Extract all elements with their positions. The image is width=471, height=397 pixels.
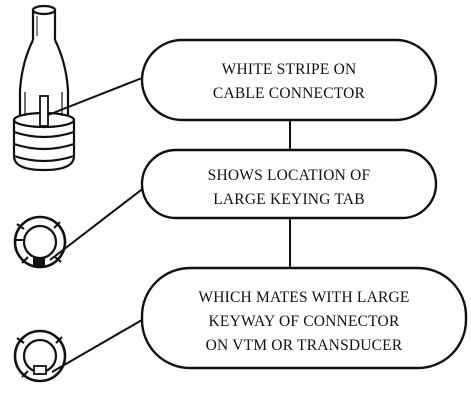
leader-lines <box>47 77 291 373</box>
callout-2-line-1: SHOWS LOCATION OF <box>208 167 371 184</box>
callout-1-line-2: CABLE CONNECTOR <box>213 85 366 102</box>
callout-keying-tab: SHOWS LOCATION OF LARGE KEYING TAB <box>140 148 438 220</box>
leader-line-keying-tab <box>49 186 146 261</box>
cable-connector-icon <box>12 4 76 172</box>
callout-3-line-2: KEYWAY OF CONNECTOR <box>209 313 400 330</box>
receptacle-face-icon <box>13 329 67 383</box>
callout-2-line-2: LARGE KEYING TAB <box>213 191 365 208</box>
callout-3-line-1: WHICH MATES WITH LARGE <box>198 289 409 306</box>
leader-line-keyway <box>51 319 143 373</box>
leader-line-stripe <box>47 77 143 116</box>
callout-white-stripe: WHITE STRIPE ON CABLE CONNECTOR <box>140 38 438 122</box>
callout-3-line-3: ON VTM OR TRANSDUCER <box>206 337 403 354</box>
callout-1-line-1: WHITE STRIPE ON <box>222 61 357 78</box>
connector-face-icon <box>13 215 67 269</box>
callout-keyway: WHICH MATES WITH LARGE KEYWAY OF CONNECT… <box>140 266 468 370</box>
